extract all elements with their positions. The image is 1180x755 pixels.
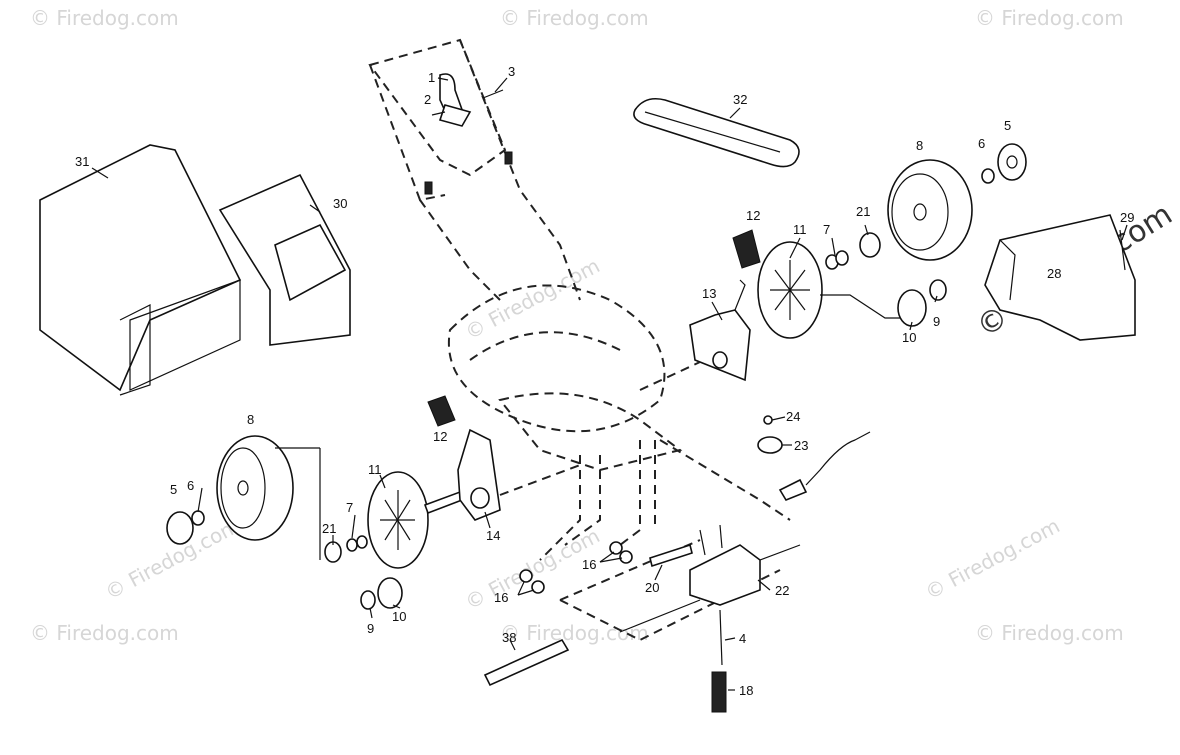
callout-11: 11 bbox=[368, 462, 382, 477]
callout-12: 12 bbox=[433, 429, 447, 444]
watermark: © Firedog.com bbox=[921, 513, 1064, 604]
callout-5: 5 bbox=[170, 482, 177, 497]
callout-24: 24 bbox=[786, 409, 800, 424]
callout-16: 16 bbox=[582, 557, 596, 572]
callout-7: 7 bbox=[346, 500, 353, 515]
callout-1: 1 bbox=[428, 70, 435, 85]
callout-10: 10 bbox=[902, 330, 916, 345]
grass-bag bbox=[39, 144, 242, 396]
height-adjuster-right bbox=[639, 279, 751, 391]
callout-4: 4 bbox=[739, 631, 746, 646]
rear-skirt bbox=[984, 214, 1136, 341]
callout-8: 8 bbox=[247, 412, 254, 427]
callout-3: 3 bbox=[508, 64, 515, 79]
watermark: © Firedog.com bbox=[500, 6, 649, 30]
callout-12: 12 bbox=[746, 208, 760, 223]
small-hardware bbox=[483, 541, 693, 687]
callout-6: 6 bbox=[978, 136, 985, 151]
callout-21: 21 bbox=[856, 204, 870, 219]
transmission-assembly bbox=[619, 524, 801, 713]
right-wheel-hardware bbox=[757, 143, 1027, 339]
callout-31: 31 bbox=[75, 154, 89, 169]
leader-lines bbox=[91, 77, 1128, 691]
cable-pulley-parts bbox=[757, 415, 871, 501]
callout-13: 13 bbox=[702, 286, 716, 301]
drive-belt bbox=[633, 97, 800, 168]
callout-11: 11 bbox=[793, 222, 807, 237]
height-adjuster-left bbox=[457, 428, 581, 521]
callout-16: 16 bbox=[494, 590, 508, 605]
watermark: © Firedog.com bbox=[975, 6, 1124, 30]
callout-32: 32 bbox=[733, 92, 747, 107]
callout-10: 10 bbox=[392, 609, 406, 624]
height-adjust-pads bbox=[427, 229, 761, 427]
handle-control-parts bbox=[424, 73, 513, 195]
watermark: © Firedog.com bbox=[30, 621, 179, 645]
callout-29: 29 bbox=[1120, 210, 1134, 225]
watermark: © Firedog.com bbox=[500, 621, 649, 645]
callout-2: 2 bbox=[424, 92, 431, 107]
watermark: © Firedog.com bbox=[461, 253, 604, 344]
left-wheel-hardware bbox=[166, 471, 463, 610]
callout-18: 18 bbox=[739, 683, 753, 698]
callout-22: 22 bbox=[775, 583, 789, 598]
callout-8: 8 bbox=[916, 138, 923, 153]
rear-wheel-left bbox=[216, 435, 321, 560]
callout-labels: 1 2 3 32 8 6 5 31 30 12 11 7 21 29 28 13… bbox=[75, 64, 1134, 698]
callout-30: 30 bbox=[333, 196, 347, 211]
callout-20: 20 bbox=[645, 580, 659, 595]
watermark: © Firedog.com bbox=[975, 621, 1124, 645]
callout-14: 14 bbox=[486, 528, 500, 543]
rear-wheel-right bbox=[887, 159, 973, 261]
callout-28: 28 bbox=[1047, 266, 1061, 281]
callout-9: 9 bbox=[367, 621, 374, 636]
callout-38: 38 bbox=[502, 630, 516, 645]
callout-7: 7 bbox=[823, 222, 830, 237]
callout-6: 6 bbox=[187, 478, 194, 493]
callout-5: 5 bbox=[1004, 118, 1011, 133]
callout-9: 9 bbox=[933, 314, 940, 329]
callout-23: 23 bbox=[794, 438, 808, 453]
watermark: © Firedog.com bbox=[30, 6, 179, 30]
bag-frame bbox=[218, 173, 351, 346]
callout-21: 21 bbox=[322, 521, 336, 536]
watermark-group: © Firedog.com © Firedog.com © Firedog.co… bbox=[30, 6, 1178, 645]
